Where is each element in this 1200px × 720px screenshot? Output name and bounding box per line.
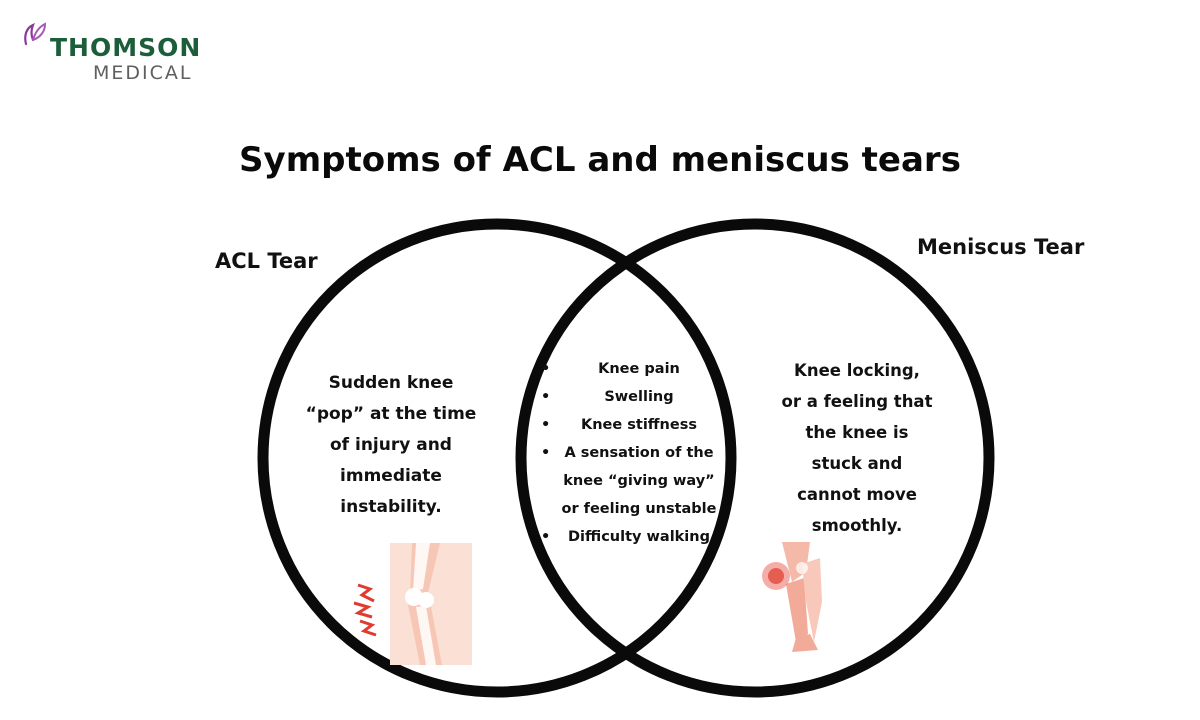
- shared-symptoms-list: Knee pain Swelling Knee stiffness A sens…: [541, 355, 717, 551]
- acl-circle: [257, 218, 737, 698]
- knee-pain-icon: [353, 543, 472, 665]
- shared-symptom-item: Difficulty walking: [541, 523, 717, 551]
- acl-tear-label: ACL Tear: [215, 249, 318, 273]
- acl-text-line: Sudden knee: [328, 373, 454, 393]
- meniscus-text-line: stuck and: [811, 454, 903, 473]
- meniscus-text-line: cannot move: [797, 485, 917, 504]
- logo-name-line1: THOMSON: [50, 33, 202, 62]
- shared-symptom-item: Knee pain: [541, 355, 717, 383]
- meniscus-text-line: the knee is: [805, 423, 909, 442]
- acl-text-line: instability.: [340, 497, 442, 517]
- logo-name-line2: MEDICAL: [93, 62, 193, 84]
- acl-text-line: immediate: [340, 466, 442, 486]
- meniscus-text-line: smoothly.: [811, 516, 903, 535]
- page-title: Symptoms of ACL and meniscus tears: [239, 140, 961, 180]
- leg-pain-icon: [762, 542, 822, 652]
- shared-symptom-item: Knee stiffness: [541, 411, 717, 439]
- acl-text-line: “pop” at the time: [305, 404, 477, 424]
- meniscus-text-line: Knee locking,: [794, 361, 920, 380]
- shared-symptom-item: A sensation of the knee “giving way” or …: [541, 439, 717, 523]
- thomson-medical-logo: THOMSON MEDICAL: [20, 22, 220, 84]
- meniscus-circle: [515, 218, 995, 698]
- meniscus-symptom-text: Knee locking, or a feeling that the knee…: [762, 355, 952, 541]
- butterfly-icon: [24, 22, 47, 46]
- shared-symptom-item: Swelling: [541, 383, 717, 411]
- meniscus-text-line: or a feeling that: [781, 392, 933, 411]
- acl-text-line: of injury and: [330, 435, 452, 455]
- acl-symptom-text: Sudden knee “pop” at the time of injury …: [298, 368, 484, 523]
- meniscus-tear-label: Meniscus Tear: [917, 235, 1085, 259]
